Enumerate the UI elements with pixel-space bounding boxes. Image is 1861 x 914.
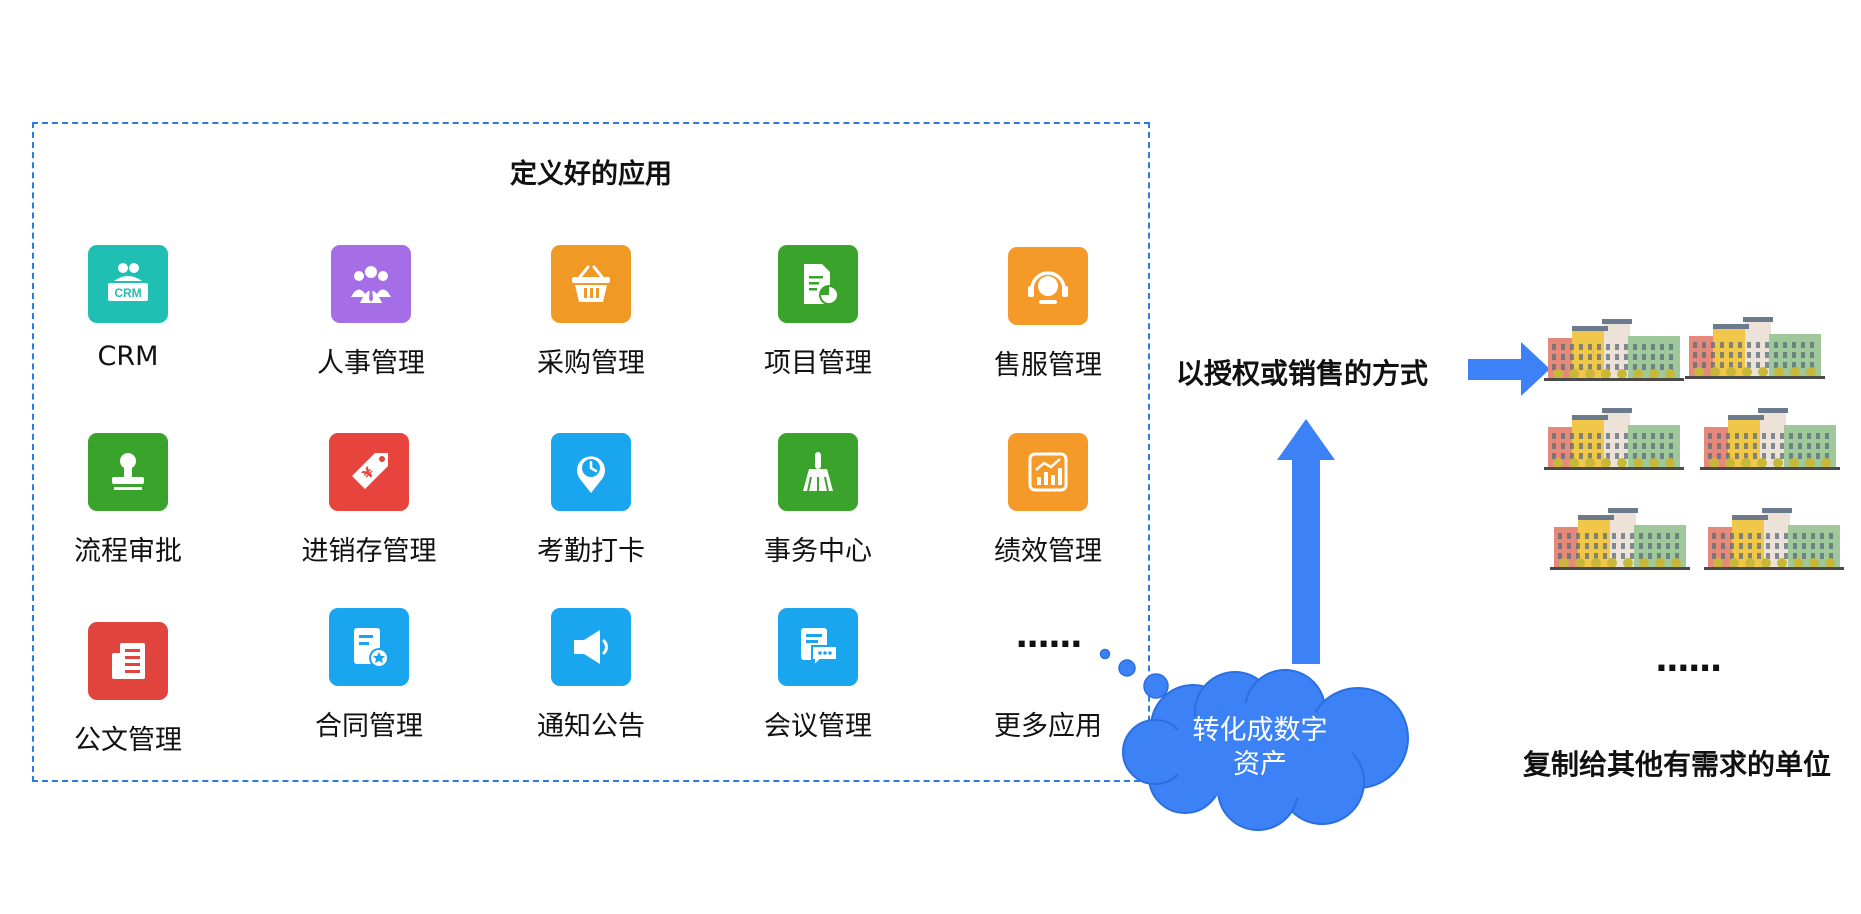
cloud-label: 转化成数字 资产 [1160,714,1360,782]
building-icon [1685,317,1825,379]
contract-icon [329,608,409,686]
cloud-shape [1122,669,1409,831]
app-workflow[interactable]: 流程审批 [48,433,208,568]
app-label: 人事管理 [317,348,425,379]
building-icon [1550,508,1690,570]
meeting-chat-icon [778,608,858,686]
more-apps-dots: ...... [1015,616,1083,656]
document-chart-icon [778,245,858,323]
building-icon [1544,319,1684,381]
app-label: 合同管理 [315,711,423,742]
app-meetings[interactable]: 会议管理 [738,608,898,743]
app-hr[interactable]: 人事管理 [291,245,451,380]
building-icon [1544,408,1684,470]
people-icon [331,245,411,323]
svg-text:CRM: CRM [114,286,141,300]
applications-panel [32,122,1150,782]
app-label: 会议管理 [764,711,872,742]
cloud-label-line1: 转化成数字 [1192,715,1328,746]
stamp-icon [88,433,168,511]
app-label: 通知公告 [537,711,645,742]
app-performance[interactable]: 绩效管理 [968,433,1128,568]
broom-icon [778,433,858,511]
app-affairs[interactable]: 事务中心 [738,433,898,568]
headset-icon [1008,247,1088,325]
building-icons [1544,317,1844,570]
app-service[interactable]: 售服管理 [968,247,1128,382]
app-attendance[interactable]: 考勤打卡 [511,433,671,568]
app-official-docs[interactable]: 公文管理 [48,622,208,757]
crm-icon: CRM [88,245,168,323]
units-dots: ...... [1655,640,1722,680]
app-label: 采购管理 [537,348,645,379]
cloud-label-line2: 资产 [1233,749,1287,780]
app-label: 流程审批 [74,536,182,567]
app-project[interactable]: 项目管理 [738,245,898,380]
building-icon [1704,508,1844,570]
app-crm[interactable]: CRM CRM [48,245,208,372]
app-contract[interactable]: 合同管理 [289,608,449,743]
megaphone-icon [551,608,631,686]
performance-chart-icon [1008,433,1088,511]
app-label: 事务中心 [764,536,872,567]
app-label: 考勤打卡 [537,536,645,567]
app-label: 项目管理 [764,348,872,379]
thought-bubble-dots [1099,648,1169,699]
app-label: 售服管理 [994,350,1102,381]
basket-icon [551,245,631,323]
price-tag-icon: ¥ [329,433,409,511]
app-label: 进销存管理 [301,536,437,567]
right-arrow [1468,342,1550,396]
building-icon [1700,408,1840,470]
license-text: 以授权或销售的方式 [1176,357,1429,390]
app-more[interactable]: ...... 更多应用 [968,608,1128,743]
panel-title: 定义好的应用 [510,159,672,190]
copy-text: 复制给其他有需求的单位 [1523,748,1832,781]
up-arrow [1277,419,1335,664]
app-label: CRM [97,341,159,372]
app-label: 公文管理 [74,725,182,756]
app-purchasing[interactable]: 采购管理 [511,245,671,380]
app-label: 绩效管理 [994,536,1102,567]
official-document-icon [88,622,168,700]
app-inventory[interactable]: ¥ 进销存管理 [289,433,449,568]
app-notices[interactable]: 通知公告 [511,608,671,743]
location-pin-icon [551,433,631,511]
app-label: 更多应用 [994,711,1102,742]
